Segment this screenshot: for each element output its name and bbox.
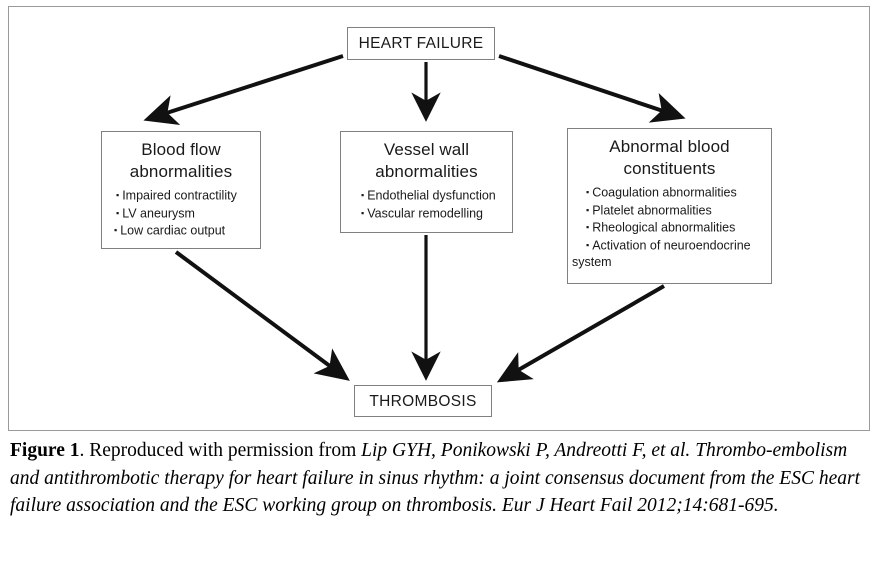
figure-caption-title: Thrombo-embolism and antithrombotic ther… [10, 440, 861, 516]
list-item-label: Endothelial dysfunction [367, 188, 496, 203]
list-item-label: LV aneurysm [122, 206, 195, 220]
bullet-square-icon: ▪ [116, 190, 120, 200]
node-blood-flow-title-line1: Blood flow [141, 140, 221, 159]
arrow-abnormal-blood-to-thrombosis [496, 284, 665, 383]
node-vessel-wall-bullets: ▪Endothelial dysfunction ▪Vascular remod… [345, 187, 508, 222]
node-heart-failure-label: HEART FAILURE [358, 35, 484, 52]
bullet-square-icon: ▪ [116, 207, 120, 218]
node-vessel-wall-title-line1: Vessel wall [383, 140, 470, 159]
arrow-heart-failure-to-blood-flow [143, 54, 344, 125]
list-item: ▪Impaired contractility [116, 187, 256, 205]
list-item: ▪Low cardiac output [114, 222, 256, 240]
list-item-label: Vascular remodelling [367, 206, 483, 220]
bullet-square-icon: ▪ [586, 187, 590, 197]
bullet-square-icon: ▪ [114, 225, 118, 235]
bullet-square-icon: ▪ [586, 239, 590, 250]
list-item: ▪Platelet abnormalities [586, 202, 767, 220]
arrow-blood-flow-to-thrombosis [174, 250, 350, 381]
list-item: ▪Endothelial dysfunction [361, 187, 508, 205]
list-item-label: Activation of neuroendocrine [592, 238, 751, 252]
bullet-square-icon: ▪ [586, 204, 590, 215]
node-abnormal-blood-constituents: Abnormal blood constituents ▪Coagulation… [567, 128, 772, 284]
list-item-label: Impaired contractility [122, 188, 237, 203]
arrow-heart-failure-to-abnormal-blood [498, 54, 686, 123]
list-item-label: Low cardiac output [120, 223, 226, 238]
figure-caption-journal: Eur J Heart Fail 2012;14:681-695. [496, 495, 779, 516]
diagram-arrows [143, 54, 686, 383]
figure-caption-label: Figure 1 [10, 440, 80, 461]
bullet-square-icon: ▪ [586, 222, 590, 232]
list-item-label: Coagulation abnormalities [592, 185, 737, 200]
figure-caption-authors: Lip GYH, Ponikowski P, Andreotti F, et a… [361, 440, 691, 461]
figure-caption-label-suffix: . [79, 440, 90, 461]
list-item: ▪Rheological abnormalities [586, 219, 767, 237]
node-blood-flow-abnormalities: Blood flow abnormalities ▪Impaired contr… [101, 131, 261, 249]
node-vessel-wall-title-line2: abnormalities [375, 162, 478, 181]
list-item-wrap: system [572, 254, 767, 271]
node-abnormal-blood-title-line2: constituents [623, 159, 716, 178]
node-thrombosis: THROMBOSIS [354, 385, 492, 417]
figure-caption-lead: Reproduced with permission from [89, 440, 362, 461]
node-abnormal-blood-bullets: ▪Coagulation abnormalities ▪Platelet abn… [572, 184, 767, 271]
figure-panel: HEART FAILURE Blood flow abnormalities ▪… [8, 6, 870, 431]
list-item-label: Platelet abnormalities [592, 203, 712, 217]
bullet-square-icon: ▪ [361, 207, 365, 218]
list-item: ▪LV aneurysm [116, 205, 256, 223]
node-thrombosis-label: THROMBOSIS [369, 392, 477, 410]
list-item: ▪Activation of neuroendocrine [586, 237, 767, 255]
list-item-label: Rheological abnormalities [592, 220, 736, 235]
figure-caption: Figure 1. Reproduced with permission fro… [10, 437, 872, 520]
node-abnormal-blood-title-line1: Abnormal blood [609, 137, 730, 156]
node-vessel-wall-abnormalities: Vessel wall abnormalities ▪Endothelial d… [340, 131, 513, 233]
list-item-wrap-label: system [572, 255, 612, 269]
node-blood-flow-title-line2: abnormalities [129, 162, 233, 181]
bullet-square-icon: ▪ [361, 190, 365, 200]
node-heart-failure: HEART FAILURE [347, 27, 495, 60]
list-item: ▪Vascular remodelling [361, 205, 508, 223]
list-item: ▪Coagulation abnormalities [586, 184, 767, 202]
node-blood-flow-bullets: ▪Impaired contractility ▪LV aneurysm ▪Lo… [106, 187, 256, 240]
